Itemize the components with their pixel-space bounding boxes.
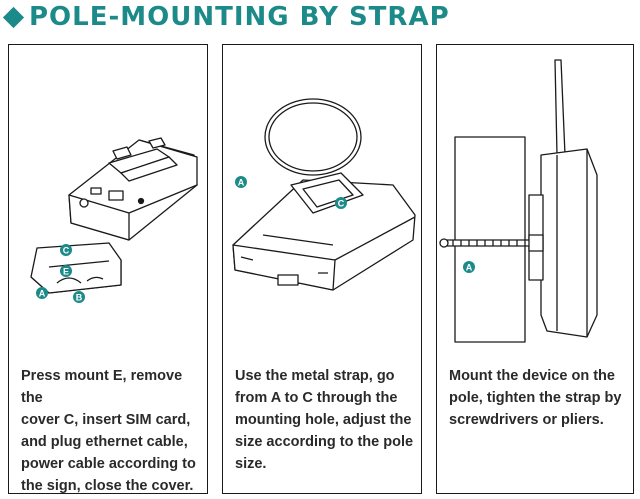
step-panel-2: A C Use the metal strap, go from A to C … xyxy=(222,44,422,494)
svg-text:C: C xyxy=(63,246,70,256)
marker-a: A xyxy=(463,261,475,273)
marker-e: E xyxy=(60,265,72,277)
page-title: POLE-MOUNTING BY STRAP xyxy=(29,2,450,32)
marker-a: A xyxy=(235,176,247,188)
step-panel-1: C E A B Press mount E, remove the cover … xyxy=(8,44,208,494)
svg-text:A: A xyxy=(466,263,473,273)
device-open-cover-illustration: C E A B xyxy=(30,137,198,303)
step-1-caption: Press mount E, remove the cover C, inser… xyxy=(21,368,196,494)
step-panel-3: A Mount the device on the pole, tighten … xyxy=(436,44,634,494)
svg-text:E: E xyxy=(63,267,69,277)
step-2-markers: A C xyxy=(235,176,347,209)
step-2-caption: Use the metal strap, go from A to C thro… xyxy=(235,368,414,472)
marker-c: C xyxy=(60,244,72,256)
device-strap-illustration: A C xyxy=(232,98,416,291)
svg-text:B: B xyxy=(76,293,83,303)
marker-b: B xyxy=(73,291,85,303)
svg-text:A: A xyxy=(238,178,245,188)
svg-text:A: A xyxy=(39,289,46,299)
step-3-caption: Mount the device on the pole, tighten th… xyxy=(449,368,622,428)
diamond-bullet-icon xyxy=(2,6,25,28)
svg-text:C: C xyxy=(338,199,345,209)
header: POLE-MOUNTING BY STRAP xyxy=(2,0,450,34)
marker-a: A xyxy=(36,287,48,299)
device-mounted-on-pole-illustration: A xyxy=(439,59,598,343)
step-3-markers: A xyxy=(463,261,475,273)
step-1-markers: C E A B xyxy=(36,244,85,303)
marker-c: C xyxy=(335,197,347,209)
